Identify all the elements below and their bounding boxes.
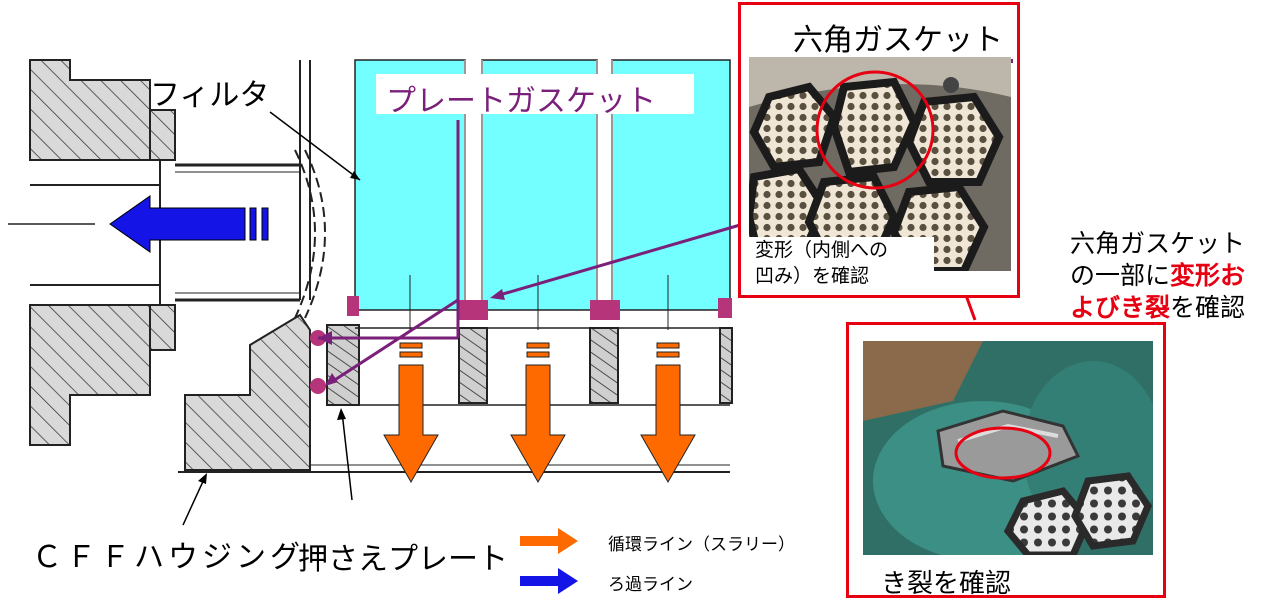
plate-gaskets	[310, 296, 732, 394]
hex-gasket-photo	[749, 57, 1011, 271]
filtration-arrow	[109, 195, 269, 253]
cff-housing-body	[178, 313, 730, 473]
deformation-caption-line1: 変形（内側への	[755, 239, 889, 261]
blue-arrow-icon	[520, 568, 578, 594]
deformation-caption-line2: 凹み）を確認	[755, 265, 870, 287]
plate-gasket-text: プレートガスケット	[386, 84, 656, 119]
note-line-3a: よびき裂	[1070, 293, 1171, 322]
cff-housing-label: ＣＦＦハウジング	[32, 540, 304, 575]
circulation-arrows	[383, 342, 696, 484]
legend-label-circulation: 循環ライン（スラリー）	[608, 535, 795, 555]
note-line-2b: 変形お	[1170, 261, 1246, 290]
crack-photo	[863, 341, 1153, 555]
deformation-caption: 変形（内側への 凹み）を確認	[749, 237, 934, 293]
note-line-3b: を確認	[1170, 293, 1246, 322]
note-line-2a: の一部に	[1070, 261, 1171, 290]
hex-gasket-photo-box: 六角ガスケット 変形（内側への 凹み）を確認	[738, 2, 1020, 298]
filter-label: フィルタ	[150, 78, 270, 113]
press-plate-label: 押さえプレート	[298, 542, 508, 577]
press-plate-and-supports	[326, 324, 733, 406]
crack-caption: き裂を確認	[881, 569, 1012, 599]
legend-label-filtration: ろ過ライン	[608, 575, 693, 595]
gasket-note: 六角ガスケット の一部に変形お よびき裂を確認	[1070, 228, 1245, 324]
leader-lines	[182, 111, 977, 526]
plate-gasket-label: プレートガスケット	[376, 74, 694, 119]
hex-gasket-title: 六角ガスケット	[783, 15, 1013, 63]
orange-arrow-icon	[520, 528, 578, 554]
crack-photo-box: き裂を確認	[846, 322, 1166, 599]
note-line-1: 六角ガスケット	[1070, 229, 1246, 258]
housing-flange	[8, 59, 326, 446]
